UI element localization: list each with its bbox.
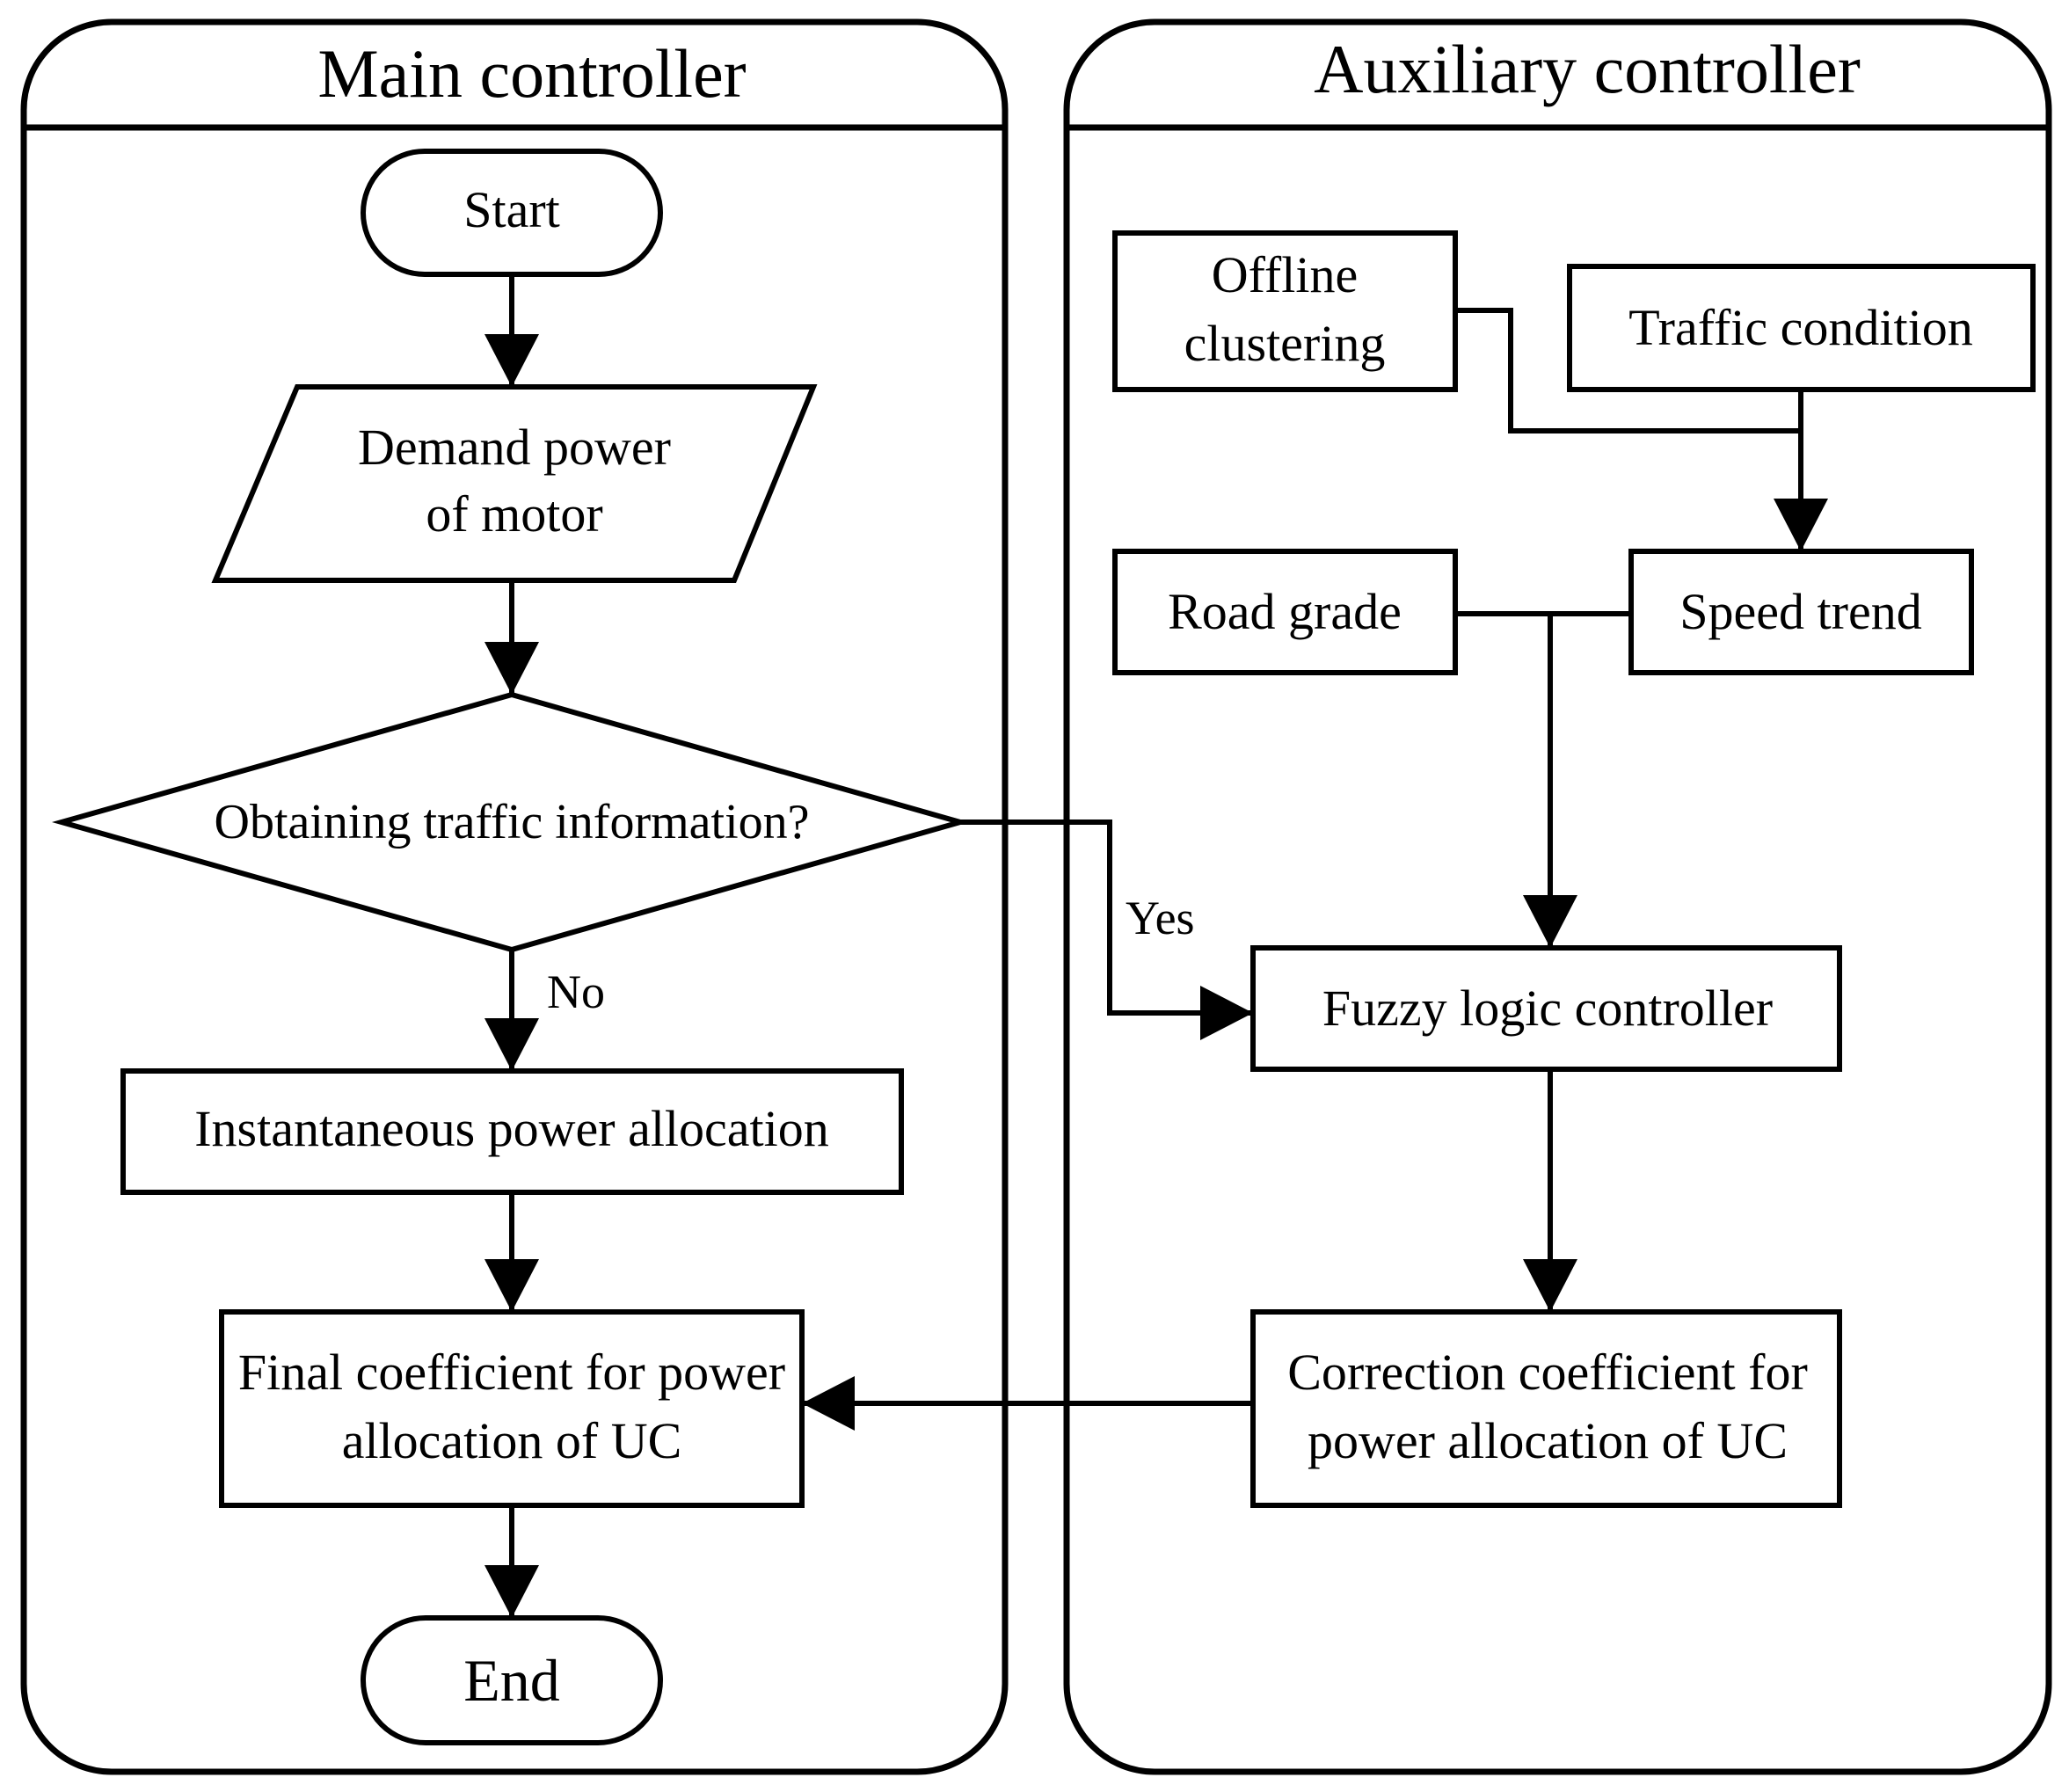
- auxiliary-controller-frame: [1063, 18, 2052, 1775]
- final-coefficient-box: [219, 1309, 805, 1508]
- demand-power-parallelogram: [211, 384, 818, 583]
- offline-clustering-label-line2: clustering: [1184, 315, 1386, 372]
- final-coefficient-label-line2: allocation of UC: [342, 1412, 682, 1469]
- correction-coefficient-box: [1250, 1309, 1842, 1508]
- demand-power-label-line1: Demand power: [358, 419, 671, 476]
- edge-label-yes: Yes: [1126, 892, 1195, 944]
- auxiliary-controller-title: Auxiliary controller: [1314, 31, 1861, 107]
- instantaneous-node: Instantaneous power allocation: [120, 1068, 904, 1195]
- road-grade-node: Road grade: [1112, 549, 1458, 675]
- connectors: [484, 274, 1828, 1618]
- final-coefficient-node: Final coefficient for power allocation o…: [219, 1309, 805, 1508]
- offline-clustering-node: Offline clustering: [1112, 230, 1458, 392]
- demand-power-node: Demand power of motor: [211, 384, 818, 583]
- main-controller-panel: Main controller: [20, 18, 1009, 1775]
- fuzzy-logic-box: [1250, 945, 1842, 1072]
- main-controller-title: Main controller: [317, 35, 746, 112]
- fuzzy-logic-label: Fuzzy logic controller: [1322, 980, 1773, 1037]
- road-grade-label: Road grade: [1168, 583, 1402, 640]
- edge-label-no: No: [547, 965, 605, 1018]
- decision-label: Obtaining traffic information?: [215, 795, 810, 849]
- correction-coefficient-label-line1: Correction coefficient for: [1287, 1344, 1808, 1401]
- traffic-condition-label: Traffic condition: [1628, 299, 1972, 356]
- correction-coefficient-label-line2: power allocation of UC: [1308, 1412, 1788, 1469]
- speed-trend-node: Speed trend: [1628, 549, 1974, 675]
- traffic-condition-node: Traffic condition: [1567, 264, 2036, 392]
- end-label: End: [463, 1647, 560, 1714]
- line-offline-clustering-merge: [1455, 308, 1801, 433]
- main-controller-frame: [20, 18, 1009, 1775]
- offline-clustering-label-line1: Offline: [1212, 246, 1358, 303]
- correction-coefficient-node: Correction coefficient for power allocat…: [1250, 1309, 1842, 1508]
- start-label: Start: [463, 181, 560, 238]
- speed-trend-label: Speed trend: [1679, 583, 1921, 640]
- decision-node: Obtaining traffic information?: [51, 691, 970, 953]
- fuzzy-logic-node: Fuzzy logic controller: [1250, 945, 1842, 1072]
- end-node: End: [361, 1615, 663, 1745]
- start-node: Start: [361, 149, 663, 277]
- demand-power-label-line2: of motor: [426, 485, 602, 543]
- final-coefficient-label-line1: Final coefficient for power: [238, 1344, 785, 1401]
- instantaneous-label: Instantaneous power allocation: [194, 1100, 829, 1157]
- arrow-decision-yes-to-fuzzy: [960, 820, 1253, 1040]
- auxiliary-controller-panel: Auxiliary controller: [1063, 18, 2052, 1775]
